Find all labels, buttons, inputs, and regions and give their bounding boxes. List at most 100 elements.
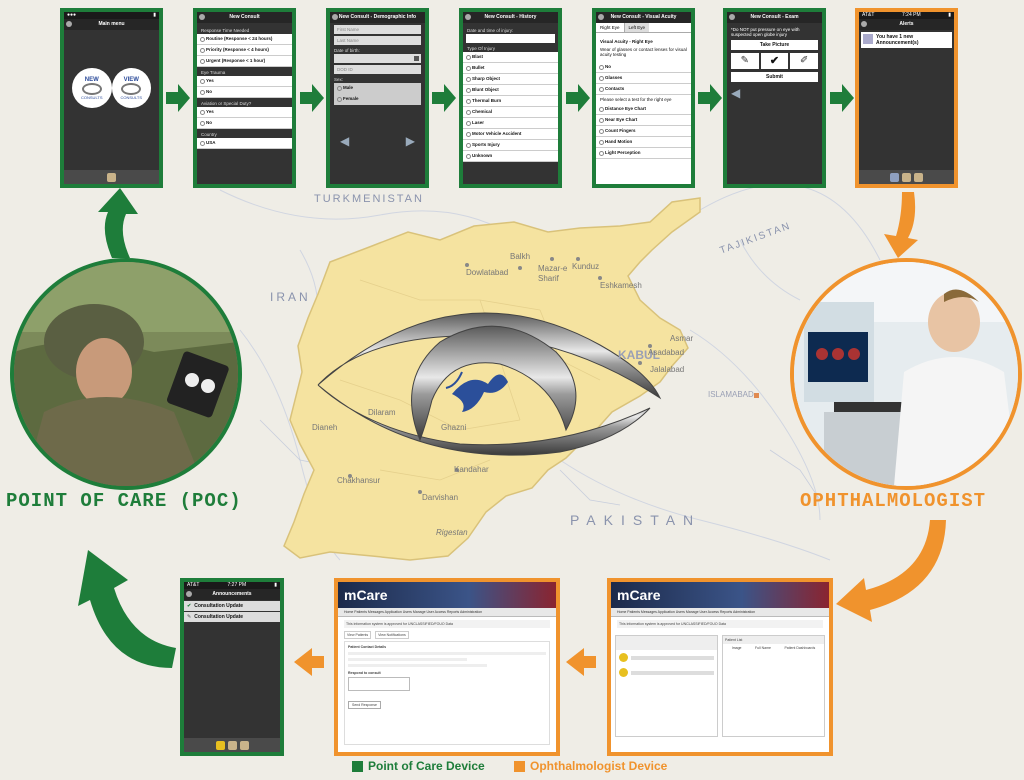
eye-icon <box>81 82 102 95</box>
legend-poc: Point of Care Device <box>352 759 485 773</box>
alerts-tab-icon[interactable] <box>215 740 225 750</box>
prev-arrow-icon[interactable]: ◀ <box>340 134 350 148</box>
wear-option[interactable]: Glasses <box>596 73 691 84</box>
injury-type-option[interactable]: Unknown <box>463 151 558 162</box>
take-picture-button[interactable]: Take Picture <box>731 40 818 50</box>
label-balkh: Balkh <box>510 252 531 261</box>
injury-type-option[interactable]: Bullet <box>463 63 558 74</box>
tablet-device <box>166 351 229 418</box>
screen-main-menu: ●●●▮ Main menu NEW CONSULTS VIEW CONSULT… <box>60 8 163 188</box>
back-icon[interactable] <box>861 21 867 27</box>
trauma-option[interactable]: No <box>197 87 292 98</box>
web-nav-bar[interactable]: Home Patients Messages Application Users… <box>611 608 829 617</box>
screen-web-consult-detail: mCare Home Patients Messages Application… <box>334 578 560 756</box>
label-kunduz: Kunduz <box>572 262 600 271</box>
home-tab-icon[interactable] <box>107 172 116 182</box>
response-option[interactable]: Urgent (Response < 1 hour) <box>197 56 292 67</box>
aviation-option[interactable]: No <box>197 118 292 129</box>
megaphone-icon <box>863 34 873 44</box>
submit-button[interactable]: Submit <box>731 72 818 82</box>
injury-type-option[interactable]: Blast <box>463 52 558 63</box>
mcare-brand: mCare <box>338 582 556 608</box>
announcement-item[interactable]: ✎Consultation Update <box>184 612 280 622</box>
patient-list-panel: Patient List Image Full Name Patient Das… <box>722 635 825 737</box>
injury-date-field[interactable] <box>466 34 555 43</box>
wear-option[interactable]: Contacts <box>596 84 691 95</box>
new-consults-button[interactable]: NEW CONSULTS <box>72 68 112 108</box>
pen-icon[interactable]: ✐ <box>790 53 819 69</box>
settings-tab-icon[interactable] <box>914 172 923 182</box>
settings-tab-icon[interactable] <box>239 740 249 750</box>
injury-type-option[interactable]: Blunt Object <box>463 85 558 96</box>
back-icon[interactable] <box>332 14 338 20</box>
screen-history: New Consult - History Date and time of i… <box>459 8 562 188</box>
test-option[interactable]: Distance Eye Chart <box>596 104 691 115</box>
prev-arrow-icon[interactable]: ◀ <box>731 86 741 100</box>
legend-oph: Ophthalmologist Device <box>514 759 667 773</box>
checkmark-icon[interactable]: ✔ <box>760 53 789 69</box>
tab-right-eye[interactable]: Right Eye <box>596 23 625 32</box>
injury-type-option[interactable]: Sports Injury <box>463 140 558 151</box>
wear-option[interactable]: No <box>596 62 691 73</box>
next-arrow-icon[interactable]: ▶ <box>405 134 415 148</box>
injury-type-option[interactable]: Thermal Burn <box>463 96 558 107</box>
test-option[interactable]: Light Perception <box>596 148 691 159</box>
calendar-icon[interactable] <box>414 56 419 61</box>
test-option[interactable]: Near Eye Chart <box>596 115 691 126</box>
back-icon[interactable] <box>186 591 192 597</box>
screen-visual-acuity: New Consult - Visual Acuity Right Eye Le… <box>592 8 695 188</box>
alerts-tab-icon[interactable] <box>902 172 911 182</box>
last-name-field[interactable]: Last Name <box>334 36 421 45</box>
aviation-option[interactable]: Yes <box>197 107 292 118</box>
injury-type-option[interactable]: Motor Vehicle Accident <box>463 129 558 140</box>
dob-field[interactable] <box>334 54 421 63</box>
sex-option[interactable]: Male <box>334 83 421 94</box>
photo-ophthalmologist <box>790 258 1022 490</box>
label-iran: IRAN <box>270 290 311 304</box>
label-rigestan: Rigestan <box>436 528 468 537</box>
label-dianeh: Dianeh <box>312 423 338 432</box>
islamabad-marker <box>754 393 759 398</box>
tab-view-patients[interactable]: View Patients <box>344 631 372 639</box>
dod-id-field[interactable]: DOD ID <box>334 65 421 74</box>
label-ghazni: Ghazni <box>441 423 467 432</box>
trauma-option[interactable]: Yes <box>197 76 292 87</box>
send-response-button[interactable]: Send Response <box>348 701 381 709</box>
mcare-brand: mCare <box>611 582 829 608</box>
consults-tab-icon[interactable] <box>227 740 237 750</box>
back-icon[interactable] <box>199 14 205 20</box>
web-nav-bar[interactable]: Home Patients Messages Application Users… <box>338 608 556 617</box>
label-pakistan: PAKISTAN <box>570 512 702 528</box>
injury-type-option[interactable]: Laser <box>463 118 558 129</box>
label-darvishan: Darvishan <box>422 493 459 502</box>
alert-item[interactable]: You have 1 new Announcement(s) <box>861 32 952 48</box>
label-kandahar: Kandahar <box>454 465 489 474</box>
back-icon[interactable] <box>729 14 735 20</box>
caption-ophthalmologist: OPHTHALMOLOGIST <box>800 490 987 512</box>
consults-tab-icon[interactable] <box>890 172 899 182</box>
response-textarea[interactable] <box>348 677 410 691</box>
tab-left-eye[interactable]: Left Eye <box>624 23 650 32</box>
announcement-item[interactable]: ✔Consultation Update <box>184 601 280 611</box>
first-name-field[interactable]: First Name <box>334 25 421 34</box>
label-kabul: KABUL <box>618 348 660 362</box>
label-asmar: Asmar <box>670 334 694 343</box>
pencil-icon[interactable]: ✎ <box>731 53 759 69</box>
sex-option[interactable]: Female <box>334 94 421 105</box>
response-option[interactable]: Priority (Response < 4 hours) <box>197 45 292 56</box>
back-icon[interactable] <box>465 14 471 20</box>
injury-type-option[interactable]: Chemical <box>463 107 558 118</box>
view-consults-button[interactable]: VIEW CONSULTS <box>111 68 151 108</box>
eye-logo <box>317 312 662 456</box>
main-menu-header: Main menu <box>64 19 159 30</box>
tab-view-notifications[interactable]: View Notifications <box>375 631 409 639</box>
screen-exam: New Consult - Exam *Do NOT put pressure … <box>723 8 826 188</box>
back-icon[interactable] <box>598 14 604 20</box>
test-option[interactable]: Count Fingers <box>596 126 691 137</box>
menu-icon[interactable] <box>66 21 72 27</box>
test-option[interactable]: Hand Motion <box>596 137 691 148</box>
response-option[interactable]: Routine (Response < 24 hours) <box>197 34 292 45</box>
country-option[interactable]: USA <box>197 138 292 149</box>
injury-type-option[interactable]: Sharp Object <box>463 74 558 85</box>
